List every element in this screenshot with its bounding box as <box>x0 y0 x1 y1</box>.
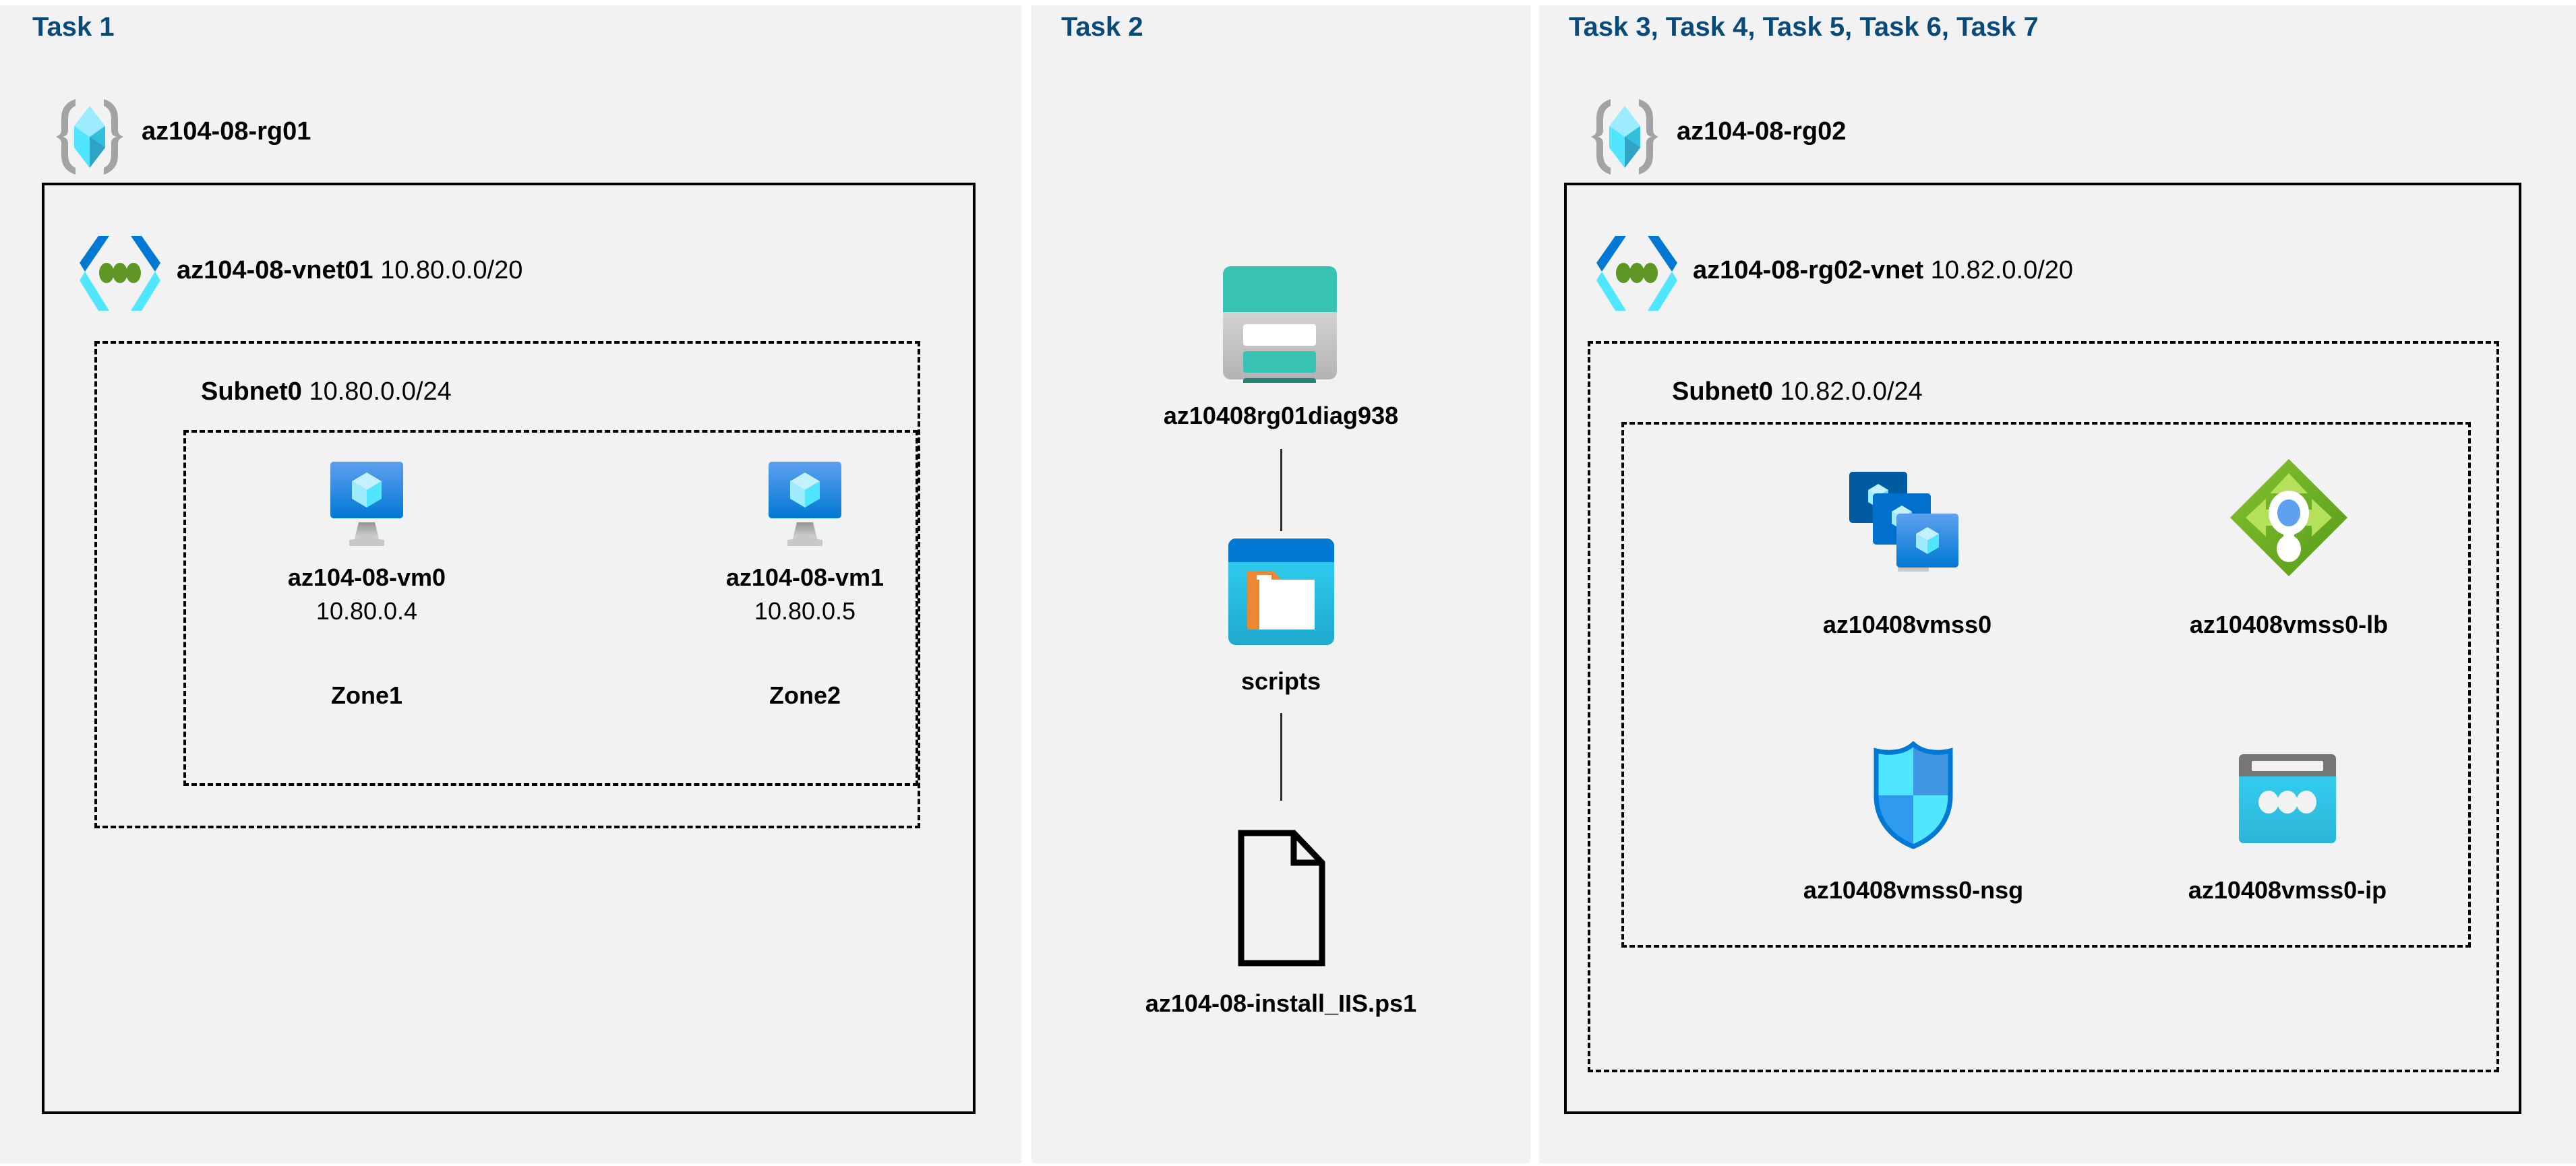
subnet-resources-boundary <box>1621 422 2471 948</box>
vnet-cidr: 10.80.0.0/20 <box>380 256 523 284</box>
subnet-name: Subnet0 <box>1672 377 1773 406</box>
virtual-machine-icon <box>765 460 845 548</box>
storage-account-icon <box>1218 265 1342 400</box>
vm-ip: 10.80.0.5 <box>754 597 856 625</box>
vm-zone: Zone1 <box>330 681 402 709</box>
connector-container-to-file <box>1280 713 1282 801</box>
subnet-cidr: 10.82.0.0/24 <box>1780 377 1923 406</box>
resource-group-icon <box>53 96 127 177</box>
task-1-title: Task 1 <box>32 12 115 42</box>
nsg-name: az10408vmss0-nsg <box>1803 876 2024 904</box>
resource-group-name: az104-08-rg02 <box>1677 117 1847 146</box>
availability-zone-group-boundary <box>183 430 918 786</box>
vm-name: az104-08-vm1 <box>725 563 885 591</box>
resource-group-name: az104-08-rg01 <box>142 117 311 146</box>
vnet-name: az104-08-rg02-vnet <box>1693 256 1924 284</box>
subnet-boundary <box>1588 341 2499 1072</box>
public-ip-address-icon <box>2237 754 2338 845</box>
vm-zone: Zone2 <box>769 681 841 709</box>
vm-name: az104-08-vm0 <box>287 563 446 591</box>
panel-task-2: Task 2 az10408rg01diag938 <box>1031 5 1530 1163</box>
panel-task-3-to-7: Task 3, Task 4, Task 5, Task 6, Task 7 a… <box>1539 5 2576 1163</box>
subnet-label: Subnet0 10.82.0.0/24 <box>1672 377 1923 406</box>
subnet-label: Subnet0 10.80.0.0/24 <box>201 377 452 406</box>
panel-task-1: Task 1 az104-08-rg01 <box>0 5 1021 1163</box>
vmss-name: az10408vmss0 <box>1822 611 1992 638</box>
connector-storage-to-container <box>1280 449 1282 531</box>
vm-scale-set-icon <box>1848 469 1966 587</box>
load-balancer-name: az10408vmss0-lb <box>2189 611 2389 638</box>
task-3-to-7-title: Task 3, Task 4, Task 5, Task 6, Task 7 <box>1569 12 2039 42</box>
vnet-label: az104-08-rg02-vnet 10.82.0.0/20 <box>1693 256 2073 285</box>
file-icon <box>1237 829 1328 967</box>
vnet-boundary <box>1564 183 2521 1114</box>
blob-container-name: scripts <box>1240 667 1321 695</box>
blob-container-icon <box>1226 538 1337 646</box>
subnet-name: Subnet0 <box>201 377 302 406</box>
subnet-cidr: 10.80.0.0/24 <box>309 377 452 406</box>
file-name: az104-08-install_IIS.ps1 <box>1145 989 1417 1017</box>
virtual-machine-icon <box>326 460 407 548</box>
resource-group-icon <box>1588 96 1662 177</box>
subnet-boundary <box>94 341 920 828</box>
vnet-cidr: 10.82.0.0/20 <box>1930 256 2074 284</box>
vm-ip: 10.80.0.4 <box>316 597 418 625</box>
storage-account-name: az10408rg01diag938 <box>1163 402 1399 429</box>
vnet-boundary <box>42 183 976 1114</box>
network-security-group-icon <box>1869 741 1957 849</box>
vnet-name: az104-08-vnet01 <box>177 256 373 284</box>
virtual-network-icon <box>1596 235 1677 312</box>
virtual-network-icon <box>80 235 160 312</box>
task-2-title: Task 2 <box>1061 12 1143 42</box>
vnet-label: az104-08-vnet01 10.80.0.0/20 <box>177 256 522 285</box>
load-balancer-icon <box>2228 457 2349 578</box>
public-ip-name: az10408vmss0-ip <box>2188 876 2387 904</box>
